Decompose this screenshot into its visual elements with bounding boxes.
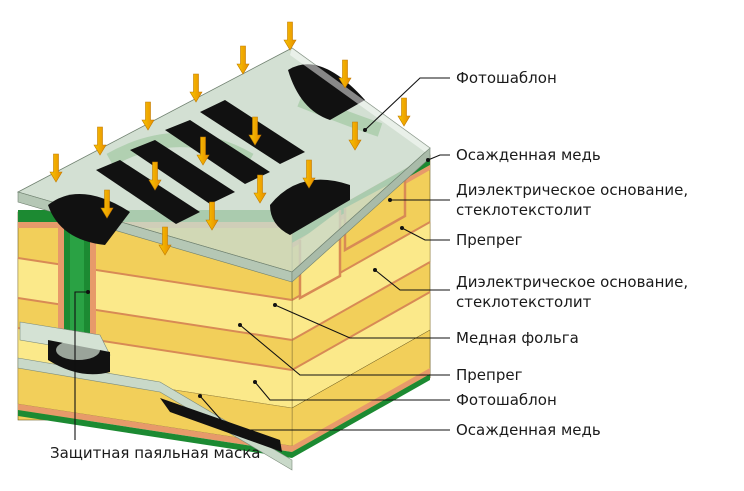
label-plated-copper-top: Осажденная медь: [456, 146, 601, 164]
label-prepreg-bottom: Препрег: [456, 366, 523, 384]
top-photomask: [16, 47, 431, 283]
leader-lines: [74, 77, 450, 440]
exposure-arrow-icon: [100, 189, 114, 219]
label-solder-mask: Защитная паяльная маска: [50, 444, 261, 462]
mask-stripe: [165, 120, 270, 184]
label-copper-foil: Медная фольга: [456, 329, 579, 347]
mask-pad-center: [270, 179, 350, 235]
exposure-arrow-icon: [148, 161, 162, 191]
label-photomask-top: Фотошаблон: [456, 69, 557, 87]
exposure-arrow-icon: [283, 21, 297, 51]
exposure-arrow-icon: [158, 226, 172, 256]
exposure-arrow-icon: [248, 116, 262, 146]
exposure-arrow-icon: [253, 174, 267, 204]
exposure-arrow-icon: [141, 101, 155, 131]
exposure-arrow-icon: [205, 201, 219, 231]
label-photomask-bottom: Фотошаблон: [456, 391, 557, 409]
mask-pad-top-right: [288, 64, 365, 120]
exposure-arrow-icon: [348, 121, 362, 151]
leader-dots: [86, 128, 430, 398]
exposure-arrow-icon: [338, 59, 352, 89]
exposure-arrow-icon: [189, 73, 203, 103]
bottom-photomask: [17, 321, 293, 471]
label-dielectric-2: Диэлектрическое основание, стеклотекстол…: [456, 273, 689, 311]
uv-exposure-arrows: [49, 21, 411, 256]
label-prepreg-top: Препрег: [456, 231, 523, 249]
exposure-arrow-icon: [397, 97, 411, 127]
label-plated-copper-bottom: Осажденная медь: [456, 421, 601, 439]
label-dielectric-1: Диэлектрическое основание, стеклотекстол…: [456, 181, 689, 219]
exposure-arrow-icon: [196, 136, 210, 166]
exposure-arrow-icon: [49, 153, 63, 183]
exposure-arrow-icon: [236, 45, 250, 75]
exposure-arrow-icon: [93, 126, 107, 156]
mask-stripe: [130, 140, 235, 204]
exposure-arrow-icon: [302, 159, 316, 189]
mask-stripe: [96, 160, 200, 224]
